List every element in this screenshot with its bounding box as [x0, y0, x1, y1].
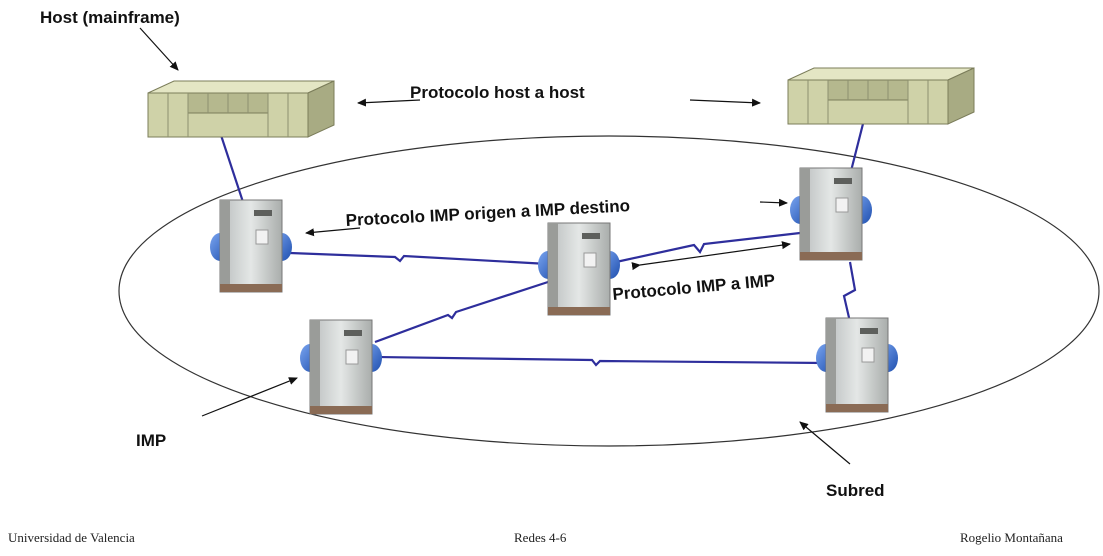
imp-src-dst-arrow-left	[305, 227, 361, 237]
imp-router-center	[538, 222, 620, 316]
footer-right: Rogelio Montañana	[960, 530, 1063, 545]
link-imp-center-right	[615, 231, 801, 264]
host-protocol-label: Protocolo host a host	[410, 83, 585, 102]
footer-center: Redes 4-6	[514, 530, 567, 545]
imp-router-right	[790, 167, 872, 261]
imp-router-lower-left	[300, 319, 382, 415]
subnet-label: Subred	[826, 481, 885, 500]
imp-label: IMP	[136, 431, 166, 450]
subnet-pointer-arrow	[799, 421, 851, 465]
link-imp-center-lowerleft	[374, 280, 549, 344]
host-mainframe-left	[147, 80, 335, 138]
arrows	[139, 27, 851, 465]
host-pointer-arrow	[139, 27, 179, 71]
imp-pointer-arrow	[201, 377, 298, 417]
footer-left: Universidad de Valencia	[8, 530, 135, 545]
imp-imp-arrow	[631, 241, 791, 271]
imp-imp-protocol-label: Protocolo IMP a IMP	[612, 271, 776, 304]
host-protocol-arrow-left	[357, 98, 421, 107]
link-imp-lowerleft-lowerright	[374, 355, 826, 367]
subnet-ellipse	[118, 135, 1100, 447]
host-label: Host (mainframe)	[40, 8, 180, 27]
link-imp-right-lowerright	[842, 261, 857, 323]
imp-router-left	[210, 199, 292, 293]
imp-src-dst-arrow-right	[759, 198, 788, 207]
imp-router-lower-right	[816, 317, 898, 413]
host-mainframe-right	[787, 67, 975, 125]
host-protocol-arrow-right	[689, 98, 761, 107]
link-imp-left-center	[289, 251, 549, 266]
